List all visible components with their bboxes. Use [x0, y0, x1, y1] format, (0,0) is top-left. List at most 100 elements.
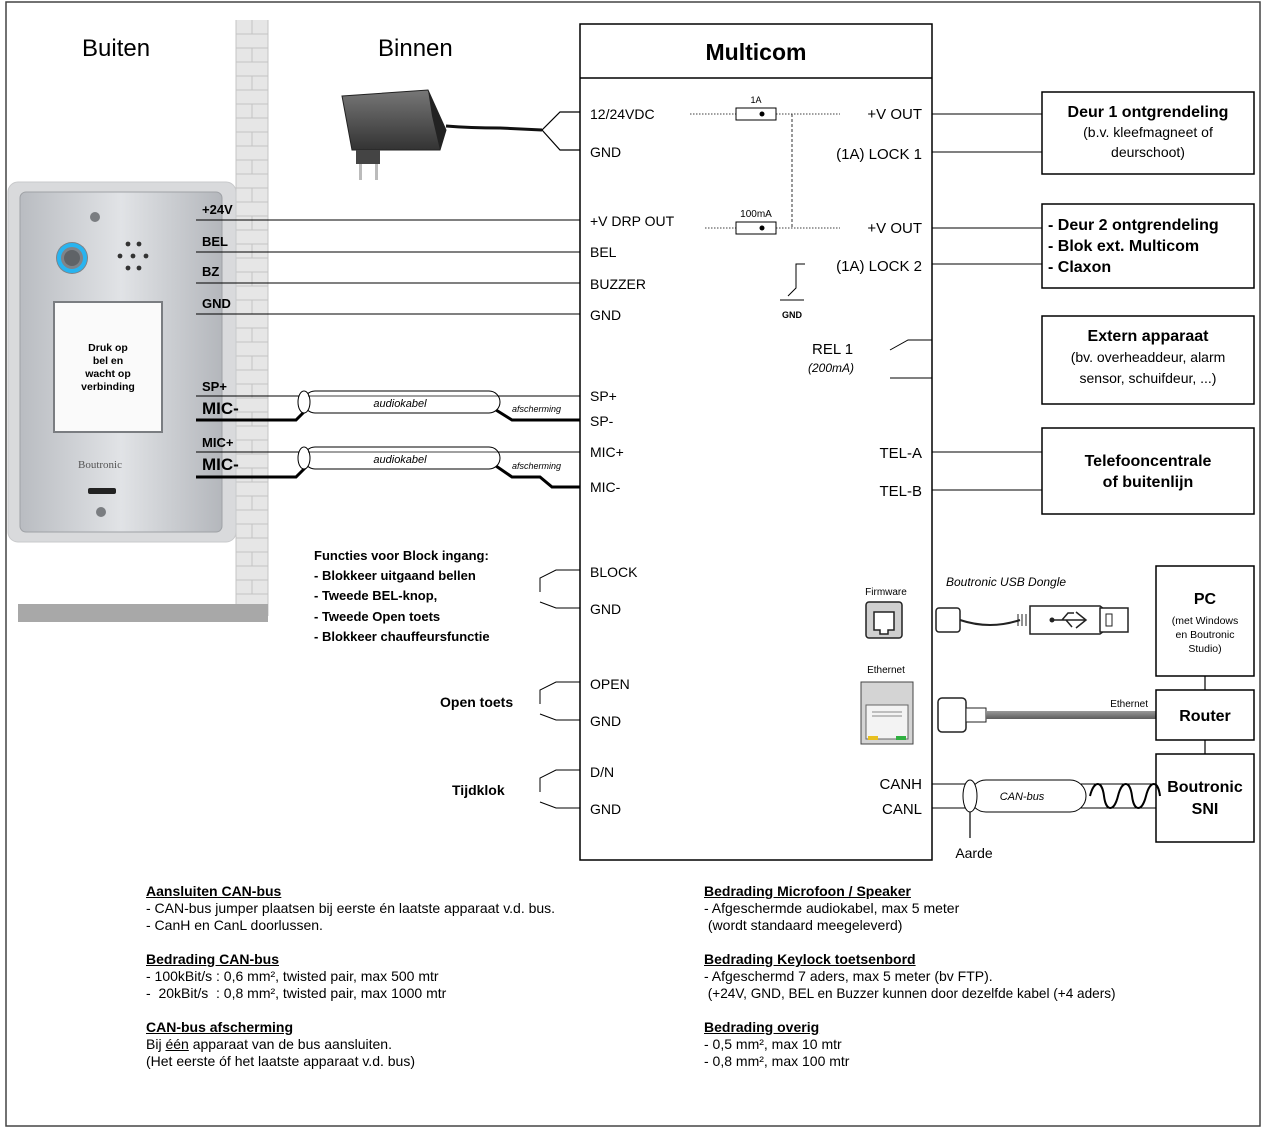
- terminal-rel1: REL 1: [812, 341, 853, 358]
- usb-dongle-icon: [935, 605, 1129, 635]
- note-line: - CAN-bus jumper plaatsen bij eerste én …: [146, 900, 556, 916]
- door2-line-2: - Blok ext. Multicom: [1048, 238, 1199, 255]
- terminal-buzzer: BUZZER: [590, 276, 646, 292]
- notes-right: Bedrading Microfoon / Speaker - Afgesche…: [704, 883, 1260, 1070]
- fuse-label-1: 1A: [750, 95, 761, 105]
- firmware-port-icon: [865, 601, 903, 639]
- terminal-tel-a: TEL-A: [879, 445, 922, 462]
- door2-line-1: - Deur 2 ontgrendeling: [1048, 217, 1219, 234]
- block-item-4: - Blokkeer chauffeursfunctie: [314, 629, 490, 644]
- terminal-gnd-1: GND: [590, 144, 621, 160]
- telephone-box: Telefooncentrale of buitenlijn: [1041, 427, 1255, 515]
- terminal-supply: 12/24VDC: [590, 106, 655, 122]
- panel-brand: Boutronic: [78, 459, 122, 471]
- open-key-label: Open toets: [440, 694, 513, 710]
- tel-line-1: Telefooncentrale: [1085, 453, 1212, 470]
- wire-label-bel: BEL: [202, 234, 228, 249]
- wire-label-bz: BZ: [202, 264, 219, 279]
- door2-line-3: - Claxon: [1048, 259, 1111, 276]
- panel-text-4: verbinding: [81, 381, 135, 393]
- lock2-gnd-label: GND: [782, 310, 803, 320]
- note-line: - 0,8 mm², max 100 mtr: [704, 1053, 850, 1069]
- terminal-block: BLOCK: [590, 564, 638, 580]
- terminal-lock-1: (1A) LOCK 1: [836, 146, 922, 163]
- power-adapter-icon: [341, 89, 543, 180]
- ethernet-cable-icon: [937, 697, 1156, 733]
- input-contacts: [539, 569, 580, 809]
- terminal-vdrp-out: +V DRP OUT: [590, 213, 675, 229]
- terminal-gnd-5: GND: [590, 801, 621, 817]
- dongle-label: Boutronic USB Dongle: [946, 575, 1066, 589]
- audio-cable-label-1: audiokabel: [373, 398, 427, 410]
- tel-line-2: of buitenlijn: [1103, 474, 1194, 491]
- terminal-mic-minus: MIC-: [590, 479, 621, 495]
- wire-label-gnd: GND: [202, 296, 231, 311]
- terminal-lock-2: (1A) LOCK 2: [836, 258, 922, 275]
- terminal-vout-2: +V OUT: [867, 220, 922, 237]
- screw-icon: [96, 507, 106, 517]
- note-line: - CanH en CanL doorlussen.: [146, 917, 323, 933]
- wire-label-mic-minus-1: MIC-: [202, 399, 239, 418]
- door1-title: Deur 1 ontgrendeling: [1068, 104, 1229, 121]
- block-title: Functies voor Block ingang:: [314, 548, 489, 563]
- note-line: (Het eerste óf het laatste apparaat v.d.…: [146, 1053, 416, 1069]
- audio-cable-1: audiokabel afscherming: [196, 390, 580, 422]
- note-line: - Afgeschermde audiokabel, max 5 meter: [704, 900, 960, 916]
- door-panel: Druk op bel en wacht op verbinding Boutr…: [7, 181, 237, 543]
- terminal-mic-plus: MIC+: [590, 444, 624, 460]
- terminal-vout-1: +V OUT: [867, 106, 922, 123]
- sni-line-2: SNI: [1192, 801, 1219, 818]
- extern-title: Extern apparaat: [1088, 328, 1210, 345]
- pc-sub-2: en Boutronic: [1176, 629, 1235, 641]
- note-heading: CAN-bus afscherming: [146, 1019, 294, 1035]
- block-item-3: - Tweede Open toets: [314, 609, 440, 624]
- rel1-rating: (200mA): [808, 361, 854, 375]
- outer-border: [5, 1, 1261, 1127]
- fuse-label-2: 100mA: [740, 209, 772, 220]
- screw-icon: [90, 212, 100, 222]
- terminal-open: OPEN: [590, 676, 630, 692]
- door1-sub-1: (b.v. kleefmagneet of: [1083, 124, 1213, 140]
- canbus-cable: [932, 779, 1161, 838]
- note-heading: Bedrading CAN-bus: [146, 951, 279, 967]
- extern-sub-2: sensor, schuifdeur, ...): [1080, 370, 1217, 386]
- zone-outside-label: Buiten: [82, 35, 150, 62]
- control-wires: [196, 219, 580, 315]
- output-wires: [932, 113, 1042, 491]
- note-line: (wordt standaard meegeleverd): [704, 917, 903, 933]
- pc-sub-1: (met Windows: [1172, 615, 1239, 627]
- ethernet-port-icon: [860, 681, 914, 745]
- door2-box: - Deur 2 ontgrendeling - Blok ext. Multi…: [1041, 203, 1255, 289]
- panel-text-3: wacht op: [84, 368, 131, 380]
- note-line: - 100kBit/s : 0,6 mm², twisted pair, max…: [146, 968, 439, 984]
- supply-wire: [541, 111, 580, 151]
- pc-box: PC (met Windows en Boutronic Studio): [1155, 565, 1255, 677]
- firmware-label: Firmware: [865, 587, 907, 598]
- wire-label-24v: +24V: [202, 202, 233, 217]
- note-line: - Afgeschermd 7 aders, max 5 meter (bv F…: [704, 968, 993, 984]
- wire-label-mic-plus: MIC+: [202, 435, 234, 450]
- door1-box: Deur 1 ontgrendeling (b.v. kleefmagneet …: [1041, 91, 1255, 175]
- pc-sub-3: Studio): [1188, 643, 1221, 655]
- extern-box: Extern apparaat (bv. overheaddeur, alarm…: [1041, 315, 1255, 405]
- relay-contact-icon: [889, 339, 932, 379]
- terminal-tel-b: TEL-B: [879, 483, 922, 500]
- speaker-grille-icon: [117, 241, 149, 271]
- terminal-gnd-3: GND: [590, 601, 621, 617]
- note-heading: Bedrading Keylock toetsenbord: [704, 951, 916, 967]
- block-item-2: - Tweede BEL-knop,: [314, 588, 437, 603]
- panel-text-2: bel en: [93, 355, 123, 367]
- terminal-canh: CANH: [879, 776, 922, 793]
- mic-slot-icon: [88, 488, 116, 494]
- fuse-network: [690, 107, 840, 235]
- door1-sub-2: deurschoot): [1111, 144, 1185, 160]
- lock2-switch-icon: [780, 263, 805, 301]
- router-box: Router: [1155, 689, 1255, 741]
- note-line: - 20kBit/s : 0,8 mm², twisted pair, max …: [146, 985, 447, 1001]
- terminal-dn: D/N: [590, 764, 614, 780]
- earth-label: Aarde: [955, 845, 993, 861]
- shield-label-2: afscherming: [512, 461, 561, 471]
- terminal-gnd-2: GND: [590, 307, 621, 323]
- note-heading: Bedrading Microfoon / Speaker: [704, 883, 911, 899]
- ethernet-port-label: Ethernet: [867, 665, 905, 676]
